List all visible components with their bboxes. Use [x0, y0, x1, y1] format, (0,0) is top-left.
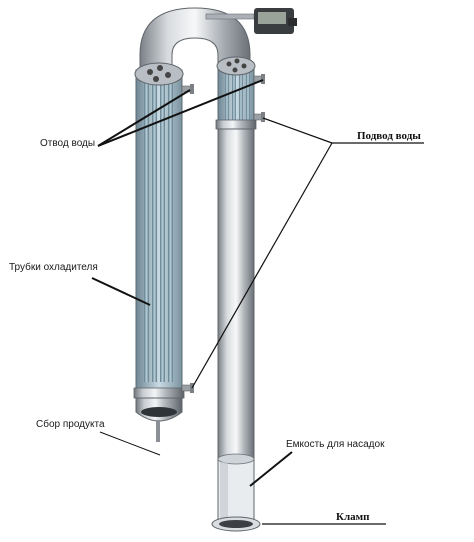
cooler-top-cap — [134, 62, 184, 86]
label-cooler-tubes: Трубки охладителя — [9, 262, 98, 273]
leader-product-collection — [99, 431, 161, 456]
label-clamp: Кламп — [336, 511, 370, 523]
u-bend-pipe — [139, 7, 251, 71]
leader-lines — [91, 79, 424, 525]
leader-packing-container — [249, 451, 293, 487]
label-product-collection: Сбор продукта — [36, 419, 105, 430]
label-packing-container: Емкость для насадок — [286, 439, 385, 450]
leader-cooler-tubes — [91, 277, 151, 306]
thermometer-icon — [205, 8, 297, 34]
leader-water-outlet-2 — [97, 79, 264, 147]
cooler-jacket — [135, 69, 183, 393]
leader-water-outlet-1 — [97, 89, 191, 147]
nozzle-right-bottom — [253, 112, 265, 122]
label-water-outlet: Отвод воды — [40, 138, 96, 149]
label-water-inlet: Подвод воды — [357, 130, 421, 142]
cooler-tubes — [144, 82, 173, 382]
column-pipe — [217, 128, 255, 460]
leader-water-inlet-1 — [262, 117, 333, 144]
leader-water-inlet-2 — [191, 142, 333, 389]
nozzle-left-top — [181, 84, 194, 94]
product-drain — [156, 420, 160, 442]
